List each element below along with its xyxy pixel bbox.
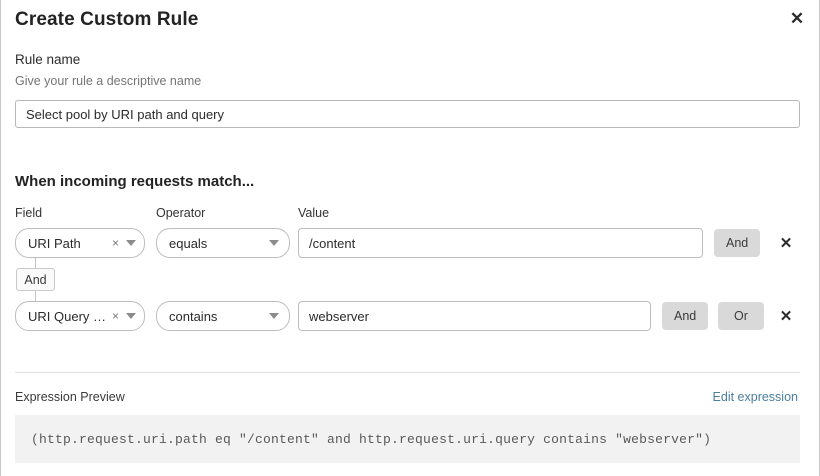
field-select-1-value: URI Path [28, 235, 81, 251]
chevron-down-icon [269, 313, 279, 319]
operator-select-1[interactable]: equals [156, 228, 290, 258]
chevron-down-icon [126, 313, 136, 319]
field-select-2-value: URI Query St... [28, 308, 110, 324]
rule-name-label: Rule name [15, 52, 81, 67]
expression-preview-box: (http.request.uri.path eq "/content" and… [15, 415, 800, 463]
clear-icon[interactable]: × [111, 309, 119, 323]
column-header-field: Field [15, 206, 43, 220]
add-and-condition-button-1[interactable]: And [714, 229, 761, 257]
edit-expression-link[interactable]: Edit expression [712, 390, 798, 404]
condition-row: URI Path × equals And ✕ [1, 228, 819, 262]
page-title: Create Custom Rule [15, 9, 199, 30]
operator-select-2[interactable]: contains [156, 301, 290, 331]
expression-preview-label: Expression Preview [15, 390, 125, 404]
delete-condition-button-2[interactable]: ✕ [775, 303, 797, 329]
operator-select-1-value: equals [169, 235, 208, 251]
add-or-condition-button-2[interactable]: Or [718, 302, 764, 330]
column-header-value: Value [298, 206, 330, 220]
value-input-2[interactable] [298, 301, 651, 331]
rule-name-help-text: Give your rule a descriptive name [15, 74, 202, 88]
condition-row: URI Query St... × contains And Or ✕ [1, 301, 819, 335]
column-header-operator: Operator [156, 206, 206, 220]
connector-line-top [35, 258, 36, 268]
connector-and-badge[interactable]: And [16, 268, 55, 291]
field-select-1[interactable]: URI Path × [15, 228, 145, 258]
clear-icon[interactable]: × [111, 236, 119, 250]
divider [15, 372, 800, 373]
match-section-heading: When incoming requests match... [15, 173, 255, 190]
connector-line-bottom [35, 291, 36, 301]
add-and-condition-button-2[interactable]: And [662, 302, 709, 330]
value-input-1[interactable] [298, 228, 703, 258]
rule-name-input[interactable] [15, 100, 800, 128]
field-select-2[interactable]: URI Query St... × [15, 301, 145, 331]
expression-preview-code: (http.request.uri.path eq "/content" and… [31, 431, 712, 447]
chevron-down-icon [126, 240, 136, 246]
close-icon[interactable]: ✕ [785, 6, 809, 30]
chevron-down-icon [269, 240, 279, 246]
delete-condition-button-1[interactable]: ✕ [775, 230, 797, 256]
operator-select-2-value: contains [169, 308, 218, 324]
